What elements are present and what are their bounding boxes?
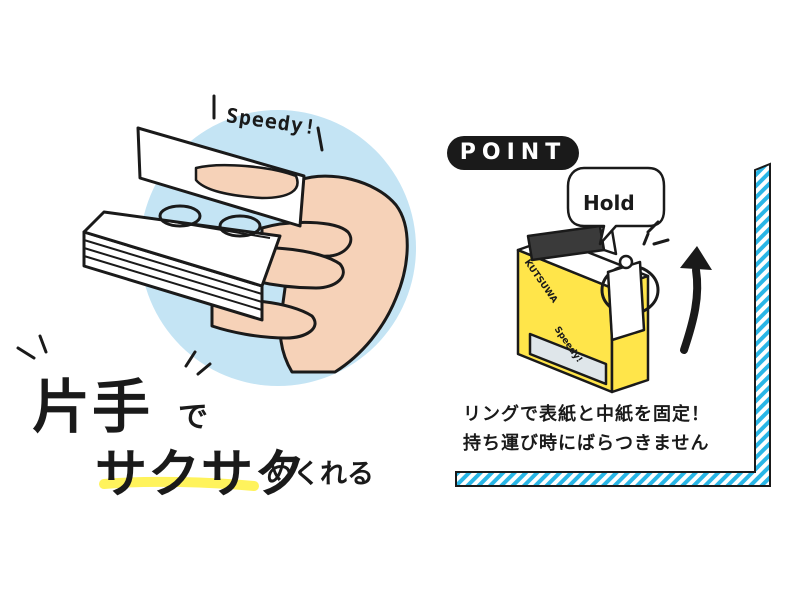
hold-arrow-head [680, 246, 712, 270]
headline-line2-emphasis: サクサク [95, 445, 308, 505]
headline-accent-marks [16, 334, 212, 376]
point-badge: POINT [447, 136, 579, 170]
hold-bubble [566, 166, 666, 246]
description-line1: リングで表紙と中紙を固定！ [463, 404, 710, 425]
hold-label: Hold [583, 191, 635, 215]
headline-underline [99, 476, 259, 491]
pack-accent-marks [642, 220, 670, 246]
headline-line2-tail: めくれる [266, 459, 374, 490]
hold-arrow [680, 266, 702, 354]
speedy-accent-marks [212, 94, 324, 152]
cyan-frame [455, 162, 771, 487]
product-pack-illustration [516, 224, 660, 394]
headline-line1-particle: で [178, 400, 208, 435]
description-line2: 持ち運び時にばらつきません [463, 433, 710, 454]
headline-line1-kanji: 片手 [32, 373, 153, 441]
memo-card-illustration [82, 126, 306, 322]
